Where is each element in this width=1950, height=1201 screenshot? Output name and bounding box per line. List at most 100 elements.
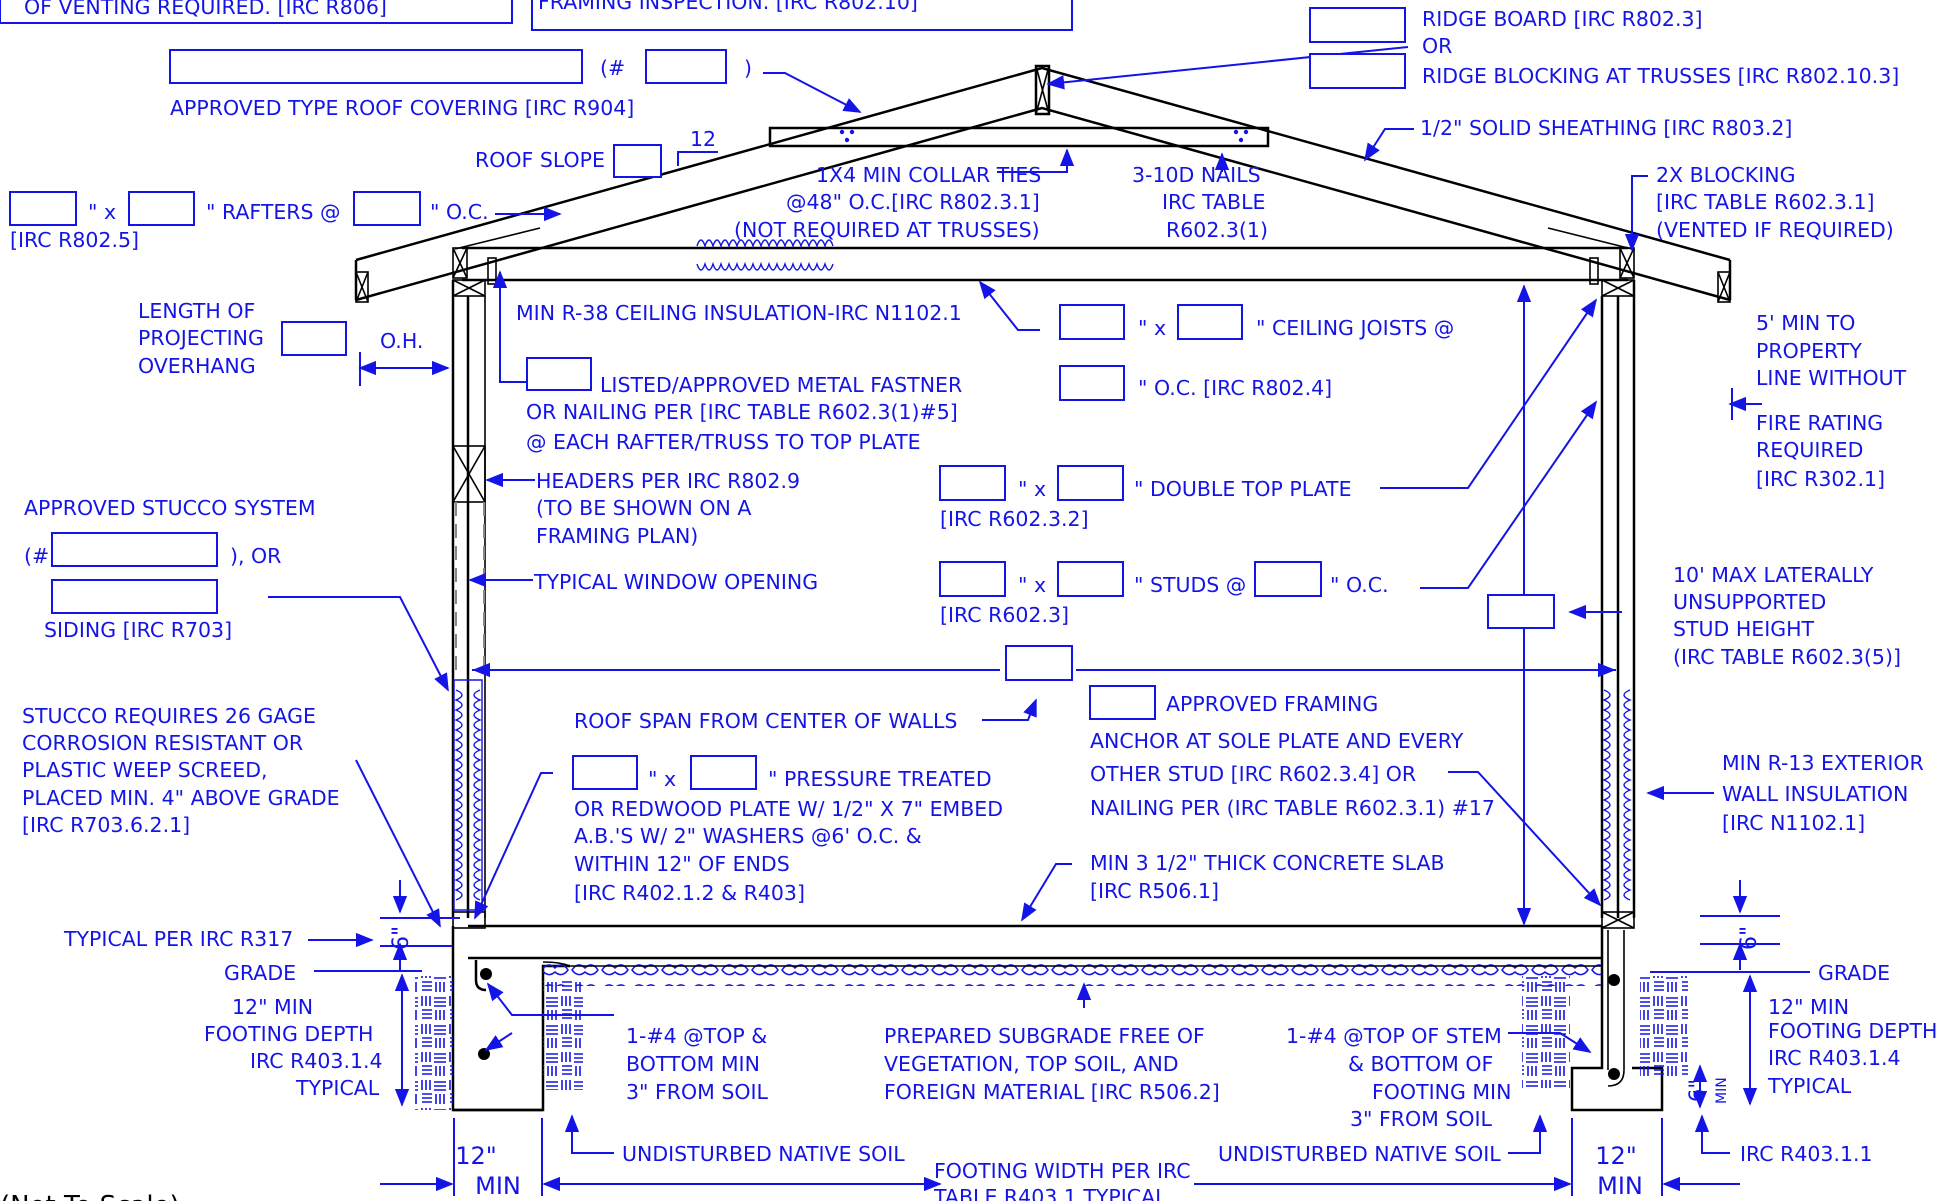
nails-line-2: IRC TABLE: [1162, 190, 1266, 214]
nails-line-3: R602.3(1): [1166, 218, 1268, 242]
top-plate-ref: [IRC R602.3.2]: [940, 507, 1089, 531]
stucco-label: APPROVED STUCCO SYSTEM: [24, 496, 316, 520]
wall-insulation-line-1: MIN R-13 EXTERIOR: [1722, 751, 1924, 775]
six-inch-right: 6": [1737, 926, 1762, 950]
headers-line-1: HEADERS PER IRC R802.9: [536, 469, 800, 493]
ceiling-joist-depth-field[interactable]: [1177, 304, 1243, 340]
framing-anchor-field[interactable]: [1089, 685, 1156, 720]
footing-depth-left-2: FOOTING DEPTH: [204, 1022, 373, 1046]
right-wall-insulation: [1602, 689, 1632, 901]
sill-width-field[interactable]: [572, 755, 638, 790]
sill-line-4: [IRC R402.1.2 & R403]: [574, 881, 805, 905]
rafter-spacing-field[interactable]: [353, 191, 421, 226]
window-label: TYPICAL WINDOW OPENING: [533, 570, 818, 594]
fastener-line-3: @ EACH RAFTER/TRUSS TO TOP PLATE: [526, 430, 921, 454]
property-line-3: LINE WITHOUT: [1756, 366, 1907, 390]
ridge-blocking-field[interactable]: [1309, 53, 1406, 89]
fastener-line-1: LISTED/APPROVED METAL FASTNER: [600, 373, 962, 397]
anchor-line-1: APPROVED FRAMING: [1166, 692, 1378, 716]
property-line-5: REQUIRED: [1756, 438, 1863, 462]
stud-width-field[interactable]: [939, 561, 1006, 597]
footing-depth-right-2: FOOTING DEPTH: [1768, 1019, 1937, 1043]
siding-field[interactable]: [51, 579, 218, 614]
sill-depth-field[interactable]: [690, 755, 757, 790]
top-plate-label: " DOUBLE TOP PLATE: [1134, 477, 1352, 501]
stud-x: " x: [1018, 573, 1046, 597]
leader-lines: [268, 46, 1810, 1196]
rafter-depth-field[interactable]: [128, 191, 195, 226]
stud-height-field[interactable]: [1487, 594, 1555, 629]
ceiling-joist-spacing-field[interactable]: [1059, 365, 1125, 401]
ceiling-insulation-label: MIN R-38 CEILING INSULATION-IRC N1102.1: [516, 301, 962, 325]
ridge-board: [1034, 64, 1051, 116]
anchor-line-3: OTHER STUD [IRC R602.3.4] OR: [1090, 762, 1416, 786]
overhang-line-1: LENGTH OF: [138, 299, 255, 323]
sill-x: " x: [648, 767, 676, 791]
top-plate-depth-field[interactable]: [1057, 465, 1124, 501]
walls: [451, 280, 1664, 1112]
rafter-oc: " O.C.: [430, 200, 489, 224]
stud-label: " STUDS @: [1134, 573, 1246, 597]
roof-span-label: ROOF SPAN FROM CENTER OF WALLS: [574, 709, 957, 733]
ridge-blocking-label: RIDGE BLOCKING AT TRUSSES [IRC R802.10.3…: [1422, 64, 1899, 88]
top-plate-x: " x: [1018, 477, 1046, 501]
lateral-line-3: STUD HEIGHT: [1673, 617, 1815, 641]
overhang-line-2: PROJECTING: [138, 326, 264, 350]
ceiling-joist-oc: " O.C. [IRC R802.4]: [1138, 376, 1332, 400]
stud-spacing-field[interactable]: [1254, 561, 1322, 597]
property-line-6: [IRC R302.1]: [1756, 467, 1885, 491]
not-to-scale-note: (Not To Scale): [0, 1191, 180, 1201]
stud-depth-field[interactable]: [1057, 561, 1124, 597]
roof-slope-run: 12: [690, 127, 716, 151]
footing-depth-left-1: 12" MIN: [232, 995, 313, 1019]
rebar-left-3: 3" FROM SOIL: [626, 1080, 769, 1104]
ridge-board-field[interactable]: [1309, 7, 1406, 43]
venting-note: OF VENTING REQUIRED. [IRC R806]: [24, 0, 387, 19]
venting-note-box: OF VENTING REQUIRED. [IRC R806]: [0, 0, 513, 24]
footing-depth-right-3: IRC R403.1.4: [1768, 1046, 1901, 1070]
rebar-left-2: BOTTOM MIN: [626, 1052, 760, 1076]
fastener-field[interactable]: [526, 357, 592, 391]
stucco-hash: (#: [24, 544, 49, 568]
footing-width-line-2: TABLE R403.1 TYPICAL: [933, 1185, 1167, 1201]
rafter-width-field[interactable]: [9, 191, 77, 226]
roof-covering-hash: (#: [600, 56, 625, 80]
framing-note: FRAMING INSPECTION. [IRC R802.10]: [538, 0, 918, 14]
weep-line-5: [IRC R703.6.2.1]: [22, 813, 190, 837]
footing-depth-left-3: IRC R403.1.4: [250, 1049, 383, 1073]
blocking-line-2: [IRC TABLE R602.3.1]: [1656, 190, 1875, 214]
roof-covering-label: APPROVED TYPE ROOF COVERING [IRC R904]: [170, 96, 634, 120]
ceiling-joist-width-field[interactable]: [1059, 304, 1125, 340]
roof-span-field[interactable]: [1005, 645, 1073, 681]
rebar-right-4: 3" FROM SOIL: [1350, 1107, 1493, 1131]
six-min-six: 6": [1685, 1079, 1709, 1102]
top-plate-width-field[interactable]: [939, 465, 1006, 501]
property-line-2: PROPERTY: [1756, 339, 1862, 363]
ridge-board-label: RIDGE BOARD [IRC R802.3]: [1422, 7, 1703, 31]
ceiling-joist-label: " CEILING JOISTS @: [1256, 316, 1454, 340]
overhang-length-field[interactable]: [281, 321, 347, 356]
stucco-number-field[interactable]: [51, 532, 218, 567]
subgrade-line-3: FOREIGN MATERIAL [IRC R506.2]: [884, 1080, 1220, 1104]
headers-line-3: FRAMING PLAN): [536, 524, 698, 548]
lateral-line-4: (IRC TABLE R602.3(5)]: [1673, 645, 1901, 669]
roof-covering-number-field[interactable]: [645, 49, 727, 84]
roof-covering-field[interactable]: [169, 49, 583, 84]
collar-tie: [768, 126, 1270, 148]
weep-line-4: PLACED MIN. 4" ABOVE GRADE: [22, 786, 340, 810]
weep-line-3: PLASTIC WEEP SCREED,: [22, 758, 268, 782]
roof-slope-field[interactable]: [613, 144, 662, 178]
rafter-x: " x: [88, 200, 116, 224]
sill-line-3: WITHIN 12" OF ENDS: [574, 852, 790, 876]
min-right: MIN: [1597, 1172, 1643, 1200]
rebar-left-1: 1-#4 @TOP &: [626, 1024, 767, 1048]
overhang-oh: O.H.: [380, 329, 423, 353]
wall-insulation-line-3: [IRC N1102.1]: [1722, 811, 1865, 835]
stud-oc: " O.C.: [1330, 573, 1389, 597]
fastener-line-2: OR NAILING PER [IRC TABLE R602.3(1)#5]: [526, 400, 958, 424]
collar-ties-line-3: (NOT REQUIRED AT TRUSSES): [734, 218, 1040, 242]
headers-line-2: (TO BE SHOWN ON A: [536, 496, 751, 520]
framing-note-box: FRAMING INSPECTION. [IRC R802.10]: [531, 0, 1073, 31]
